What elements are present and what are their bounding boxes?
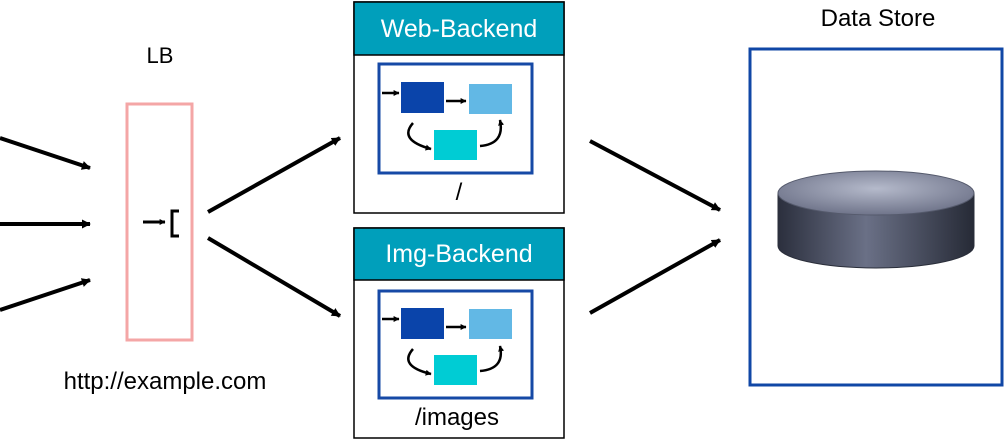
web-backend-title: Web-Backend [381,15,538,43]
arrow-lb-to-img-backend [206,236,342,318]
img-backend-header [353,227,565,281]
lb-entry-icon [143,209,179,238]
img-backend-block-dark [401,308,444,339]
arrow-lb-to-web-backend [207,136,341,214]
arrow-img-backend-to-store [589,238,721,315]
img-backend-path: /images [415,404,499,431]
database-cylinder-icon [777,170,975,269]
web-backend-header [353,1,565,56]
incoming-arrow-bottom [0,278,91,312]
lb-url: http://example.com [64,368,267,395]
web-backend-path: / [456,179,463,206]
img-backend-title: Img-Backend [385,240,532,268]
incoming-arrow-top [0,136,91,170]
data-store-label: Data Store [821,5,936,32]
arrow-web-backend-to-store [589,139,721,212]
web-backend-block-teal [434,130,477,160]
incoming-arrows [0,136,91,312]
img-backend-block-teal [434,355,477,385]
img-backend-block-light [469,309,512,339]
web-backend-block-dark [401,82,444,113]
img-backend: Img-Backend /images [353,227,565,439]
web-backend-block-light [469,84,512,114]
lb-label: LB [147,43,174,68]
web-backend: Web-Backend / [353,1,565,214]
